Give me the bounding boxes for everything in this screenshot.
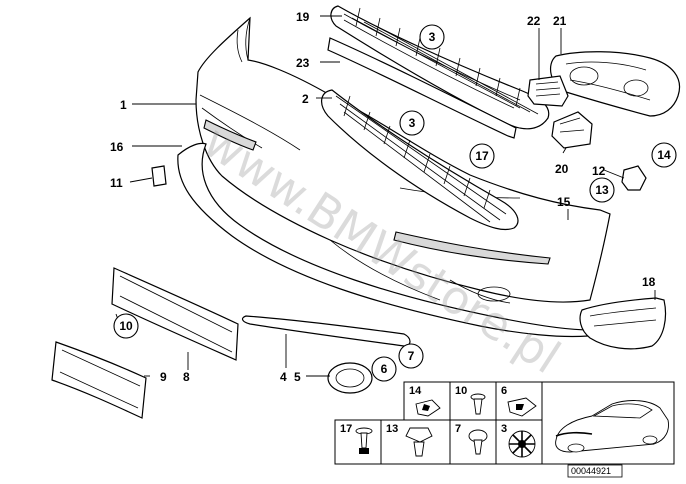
svg-text:10: 10 xyxy=(455,385,467,397)
fog-light-cover xyxy=(327,362,373,394)
reference-number: 00044921 xyxy=(571,466,611,476)
callout-20: 20 xyxy=(555,162,569,176)
bracket-20 xyxy=(551,111,593,149)
svg-text:7: 7 xyxy=(408,349,415,363)
svg-text:13: 13 xyxy=(595,183,609,197)
circled-callout-10: 10 xyxy=(113,313,139,339)
circled-callout-13: 13 xyxy=(589,177,615,203)
callout-19: 19 xyxy=(296,10,310,24)
callout-16: 16 xyxy=(110,140,124,154)
legend-cell-13: 13 xyxy=(386,423,433,457)
lower-strip-4 xyxy=(241,315,411,347)
side-trim-18 xyxy=(579,297,667,350)
callout-8: 8 xyxy=(183,370,190,384)
callout-1: 1 xyxy=(120,98,127,112)
svg-text:6: 6 xyxy=(501,385,507,397)
callout-22: 22 xyxy=(527,14,541,28)
svg-text:3: 3 xyxy=(501,423,507,435)
callout-18: 18 xyxy=(642,275,656,289)
circled-callout-14: 14 xyxy=(651,142,677,168)
grille-lower xyxy=(321,89,519,231)
air-duct xyxy=(549,51,681,117)
reference-box xyxy=(567,464,623,478)
circled-callout-6: 6 xyxy=(371,356,397,382)
air-duct-adapter xyxy=(527,75,569,107)
callout-5: 5 xyxy=(294,370,301,384)
circled-callouts: 3 3 17 14 13 10 7 6 xyxy=(113,24,677,382)
circled-callout-3-upper: 3 xyxy=(419,24,445,50)
callout-11: 11 xyxy=(110,176,123,190)
callout-4: 4 xyxy=(280,370,287,384)
legend-cell-10: 10 xyxy=(455,385,486,415)
svg-text:10: 10 xyxy=(119,319,133,333)
circled-callout-7: 7 xyxy=(398,343,424,369)
leader-lines xyxy=(115,15,656,377)
svg-text:3: 3 xyxy=(429,30,436,44)
callout-23: 23 xyxy=(296,56,310,70)
svg-text:3: 3 xyxy=(409,116,416,130)
legend-cell-17: 17 xyxy=(340,423,373,454)
licence-plate-holder xyxy=(51,341,147,419)
lower-spoiler-strip xyxy=(177,142,591,338)
svg-text:13: 13 xyxy=(386,423,398,435)
fastener-legend: 14 10 6 17 13 7 xyxy=(334,381,543,465)
callout-numbers: 19 23 1 2 16 11 22 21 20 12 15 18 9 8 4 … xyxy=(110,10,656,384)
legend-cell-7: 7 xyxy=(455,423,488,455)
callout-9: 9 xyxy=(160,370,167,384)
circled-callout-3-lower: 3 xyxy=(399,110,425,136)
svg-text:14: 14 xyxy=(657,148,671,162)
svg-text:17: 17 xyxy=(475,149,489,163)
callout-15: 15 xyxy=(557,195,571,209)
svg-text:7: 7 xyxy=(455,423,461,435)
svg-text:17: 17 xyxy=(340,423,352,435)
callout-12: 12 xyxy=(592,164,606,178)
callout-2: 2 xyxy=(302,92,309,106)
callout-21: 21 xyxy=(553,14,567,28)
licence-plate-base xyxy=(111,267,239,361)
circled-callout-17: 17 xyxy=(469,143,495,169)
svg-text:14: 14 xyxy=(409,385,422,397)
grille-upper xyxy=(330,5,550,130)
legend-cell-3: 3 xyxy=(501,423,536,458)
svg-text:6: 6 xyxy=(381,362,388,376)
legend-cell-6: 6 xyxy=(501,385,537,417)
trim-strip xyxy=(327,37,517,139)
car-thumbnail xyxy=(541,381,675,465)
legend-cell-14: 14 xyxy=(409,385,441,417)
clip-12 xyxy=(621,165,647,191)
cover-11 xyxy=(151,165,167,187)
